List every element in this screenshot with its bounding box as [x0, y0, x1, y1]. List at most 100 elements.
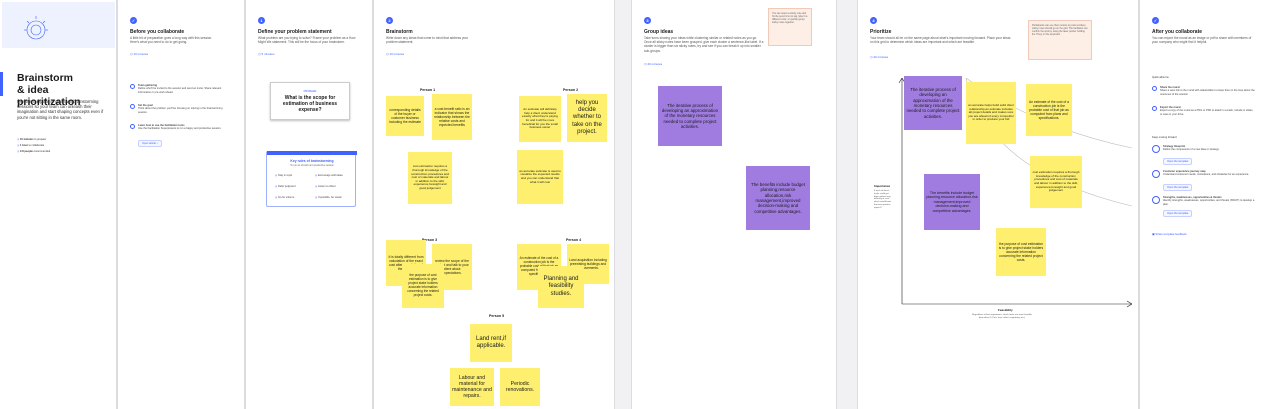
before-title: Before you collaborate: [130, 29, 185, 35]
sticky-note[interactable]: The iterative process of developing an a…: [658, 86, 722, 146]
after-description: You can export the mural as an image or …: [1152, 36, 1252, 45]
sticky-note[interactable]: The iterative process of developing an a…: [904, 76, 962, 130]
intro-accent-bar: [0, 72, 3, 96]
step-c-icon: [130, 124, 135, 129]
tip-note: You can select a sticky note and hit the…: [768, 8, 812, 46]
keep-moving-heading: Keep moving forward: [1152, 136, 1177, 139]
group-description: Take turns sharing your ideas while clus…: [644, 36, 764, 53]
intro-meta-2: ◷ 1 hour to collaborate: [17, 144, 45, 147]
define-description: What problem are you trying to solve? Fr…: [258, 36, 356, 45]
sticky-note[interactable]: an accurate estimate is used to visualiz…: [517, 150, 563, 204]
define-timer: ◷ 5 minutes: [258, 52, 275, 56]
group-title: Group ideas: [644, 29, 674, 35]
journey-icon: [1152, 170, 1160, 178]
brainstorm-description: Write down any ideas that come to mind t…: [386, 36, 469, 45]
rule-5: ◎ Go for volume: [275, 196, 295, 199]
step-badge: 4: [870, 17, 877, 24]
sticky-note[interactable]: Land acquisition including preexisting b…: [567, 244, 609, 284]
intro-frame: Brainstorm & idea prioritization Use thi…: [0, 0, 117, 409]
person-3-label: Person 3: [422, 238, 438, 242]
sticky-note[interactable]: Land rent,if applicable.: [470, 324, 512, 362]
sticky-note[interactable]: corresponding details of the buyer or cu…: [386, 96, 424, 136]
define-title: Define your problem statement: [258, 29, 332, 35]
x-axis-description: Regardless of their importance, which ta…: [972, 314, 1032, 319]
brainstorm-title: Brainstorm: [386, 29, 413, 35]
brainstorm-timer: ◷ 10 minutes: [386, 52, 405, 56]
prioritize-timer: ◷ 20 minutes: [870, 55, 889, 59]
sticky-note[interactable]: an accurate helps build solid client rel…: [966, 82, 1016, 144]
step-badge: 2: [386, 17, 393, 24]
open-article-button[interactable]: Open article ›: [138, 140, 162, 147]
lightbulb-icon: [2, 2, 115, 48]
person-1-label: Person 1: [420, 88, 436, 92]
step-badge: ✓: [130, 17, 137, 24]
problem-tag: PROBLEM: [303, 90, 317, 93]
define-frame: 1 Define your problem statement What pro…: [245, 0, 373, 409]
prioritize-description: Your team should all be on the same page…: [870, 36, 1011, 45]
rule-6: ◎ If possible, be visual: [315, 196, 342, 199]
problem-card[interactable]: PROBLEM What is the scope for estimation…: [270, 82, 350, 120]
intro-description: Use this template in your own brainstorm…: [17, 99, 104, 120]
rule-2: ◎ Encourage wild ideas: [315, 174, 343, 177]
prioritize-title: Prioritize: [870, 29, 892, 35]
intro-meta-3: ◷ 2-8 people recommended: [17, 150, 51, 153]
person-5-label: Person 5: [489, 314, 505, 318]
before-timer: ◷ 10 minutes: [130, 52, 149, 56]
key-rules-subtitle: To run an smooth and productive session: [290, 164, 334, 167]
strategy-icon: [1152, 145, 1160, 153]
intro-title: Brainstorm & idea prioritization: [17, 72, 81, 108]
open-template-button[interactable]: Open the template: [1163, 210, 1193, 217]
sticky-note[interactable]: a cost benefit ratio is an indicator tha…: [432, 94, 472, 140]
before-frame: ✓ Before you collaborate A little bit of…: [117, 0, 245, 409]
group-frame: 3 Group ideas Take turns sharing your id…: [631, 0, 837, 409]
quick-addons-heading: Quick add-ons: [1152, 76, 1169, 79]
rule-3: ◎ Defer judgment: [275, 185, 296, 188]
brainstorm-frame: 2 Brainstorm Write down any ideas that c…: [373, 0, 615, 409]
x-axis-label: Feasibility: [998, 308, 1013, 312]
step-b-icon: [130, 104, 135, 109]
key-rules-header: [267, 151, 357, 155]
export-icon: [1152, 106, 1157, 111]
key-rules-card: Key rules of brainstorming To run an smo…: [266, 151, 357, 207]
person-4-label: Person 4: [566, 238, 582, 242]
step-badge: ✓: [1152, 17, 1159, 24]
after-frame: ✓ After you collaborate You can export t…: [1139, 0, 1268, 409]
share-icon: [1152, 86, 1157, 91]
share-feedback-link[interactable]: ▣ Share template feedback: [1152, 232, 1187, 236]
rule-4: ◎ Listen to others: [315, 185, 336, 188]
sticky-note[interactable]: the purpose of cost estimation is to giv…: [996, 228, 1046, 276]
group-timer: ◷ 20 minutes: [644, 62, 663, 66]
swot-icon: [1152, 196, 1160, 204]
open-template-button[interactable]: Open the template: [1163, 158, 1193, 165]
step-a-icon: [130, 84, 135, 89]
template-swot: Strengths, weaknesses, opportunities & t…: [1152, 196, 1258, 206]
y-axis-label: Importance: [874, 184, 891, 188]
sticky-note[interactable]: Planning and feasibility studies.: [538, 266, 584, 308]
open-template-button[interactable]: Open the template: [1163, 184, 1193, 191]
person-2-label: Person 2: [563, 88, 579, 92]
before-description: A little bit of preparation goes a long …: [130, 36, 213, 45]
sticky-note[interactable]: An estimate of the cost of a constructio…: [1026, 84, 1072, 136]
sticky-note[interactable]: The benefits include budget planning,res…: [924, 174, 980, 230]
sticky-note[interactable]: Periodic renovations.: [500, 368, 540, 406]
sticky-note[interactable]: help you decide whether to take on the p…: [567, 94, 607, 142]
problem-question: What is the scope for estimation of busi…: [282, 95, 338, 113]
step-badge: 3: [644, 17, 651, 24]
sticky-note[interactable]: Labour and material for maintenance and …: [450, 368, 494, 406]
after-title: After you collaborate: [1152, 29, 1203, 35]
sticky-note[interactable]: The benefits include budget planning,res…: [746, 166, 810, 230]
key-rules-title: Key rules of brainstorming: [290, 159, 334, 163]
sticky-note[interactable]: cost estimation requires a thorough know…: [408, 152, 452, 204]
tip-note: Participants can use their cursors to po…: [1028, 20, 1092, 60]
sticky-note[interactable]: An estimate will definitely help a clien…: [519, 96, 561, 142]
prioritize-frame: 4 Prioritize Your team should all be on …: [857, 0, 1139, 409]
sticky-note[interactable]: the purpose of cost estimation is to giv…: [402, 264, 444, 308]
sticky-note[interactable]: cost estimation requires a thorough know…: [1030, 156, 1082, 208]
